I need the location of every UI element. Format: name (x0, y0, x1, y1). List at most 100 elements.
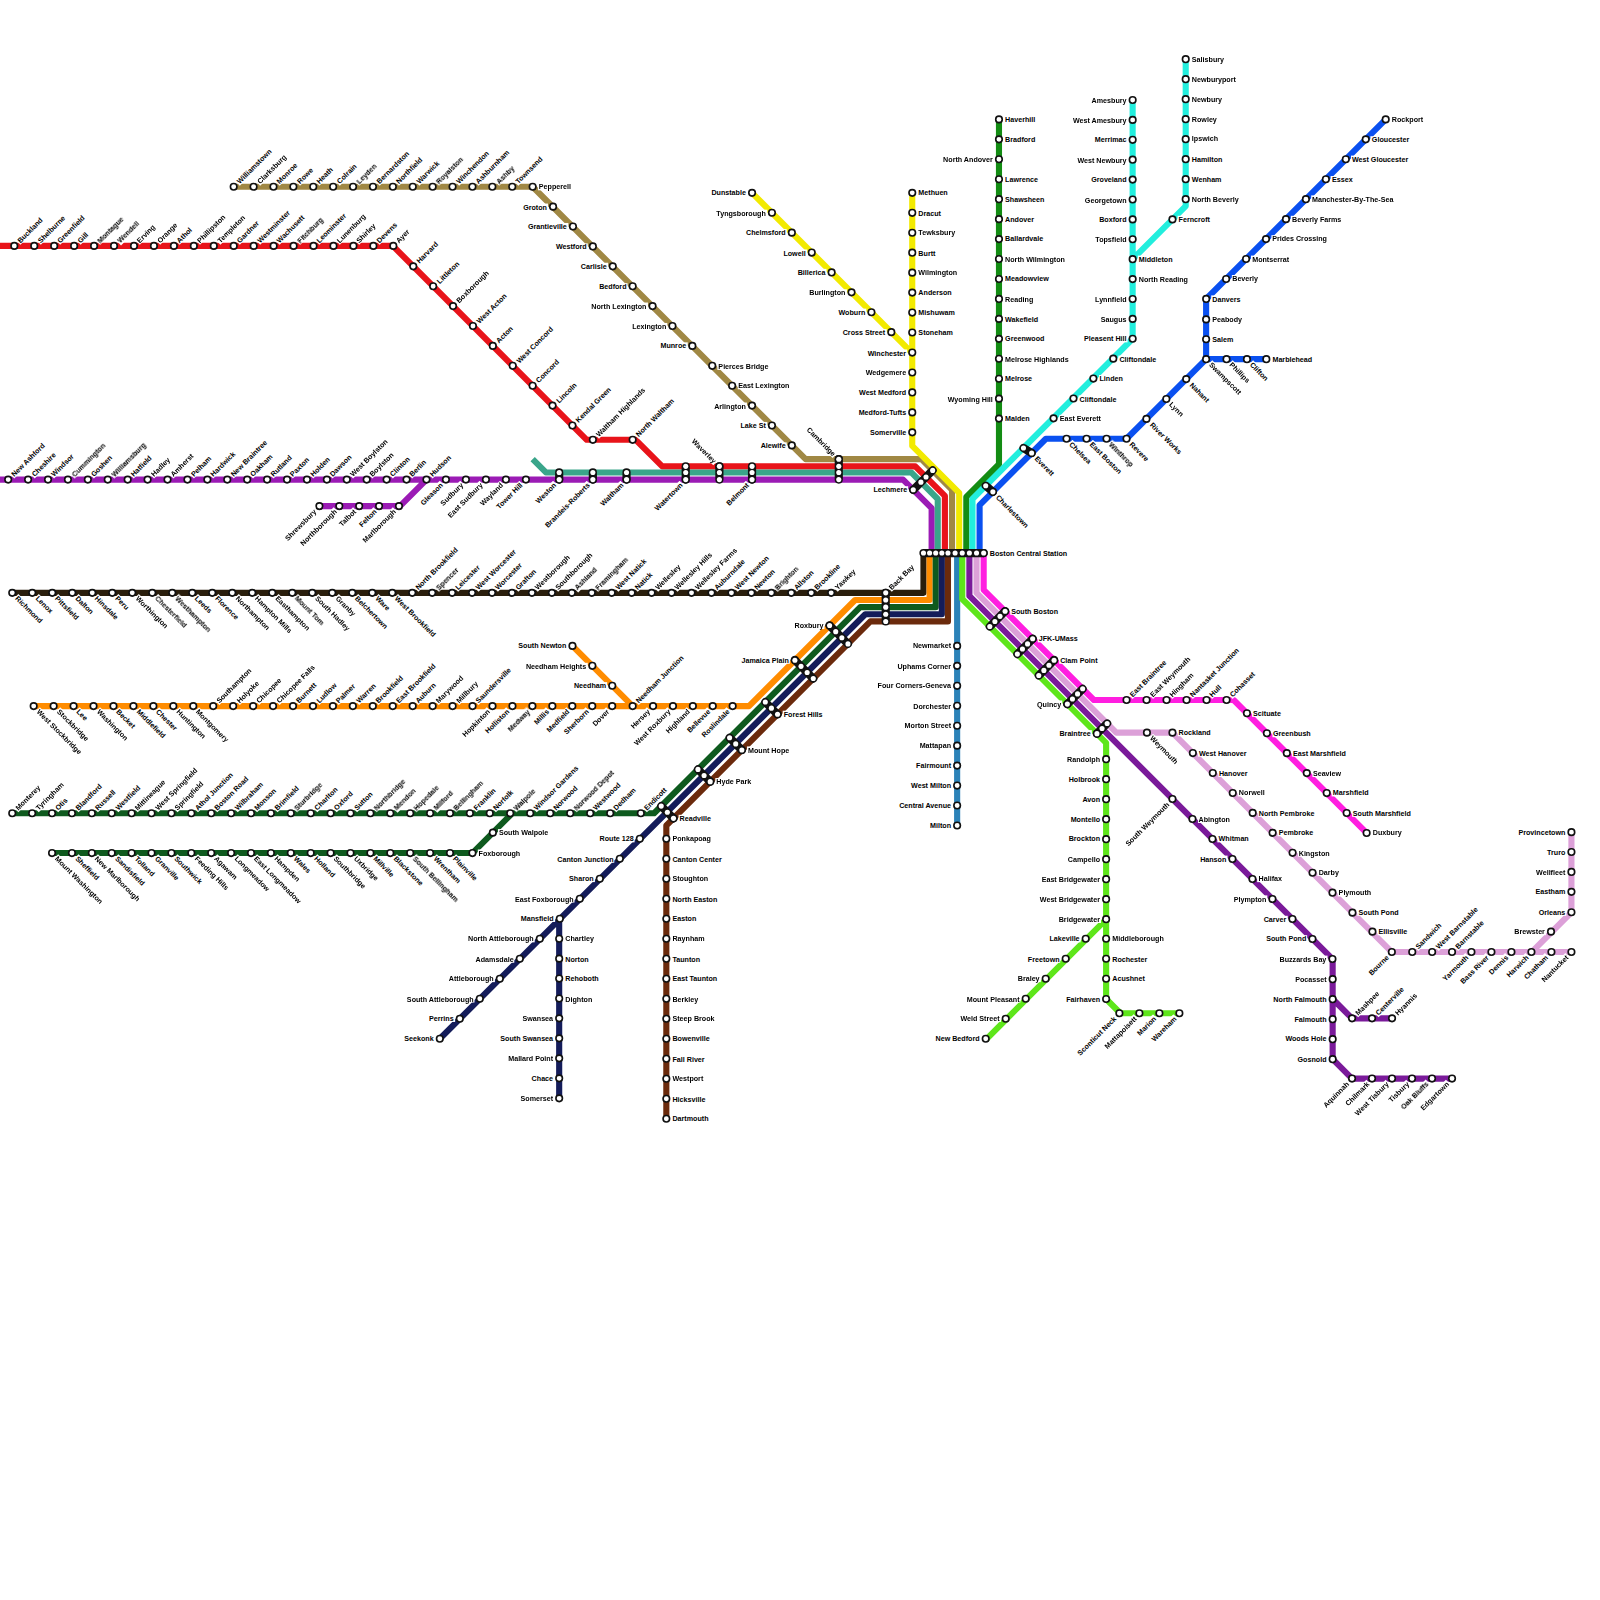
station-dot (369, 590, 376, 597)
station-dot (1103, 976, 1110, 983)
interchange-dot (683, 464, 688, 469)
station-name: Watertown (653, 481, 685, 513)
dark-green-line (12, 553, 935, 853)
station-name: Hamilton (1191, 156, 1224, 163)
station-dot (407, 810, 414, 817)
station-dot (89, 810, 96, 817)
station-name: Charlestown (994, 493, 1031, 530)
pink-line (977, 553, 1572, 952)
station-dot (629, 283, 636, 290)
station-dot (1183, 697, 1190, 704)
station-dot (29, 810, 36, 817)
station-dot (110, 703, 117, 710)
dark-brown-line (666, 553, 948, 1119)
station-name: South Walpole (498, 829, 549, 836)
station-name: Milton (929, 822, 952, 829)
station-dot (327, 810, 334, 817)
station-dot (208, 850, 215, 857)
station-name: Chace (531, 1075, 554, 1082)
station-name: East Everett (1059, 415, 1102, 422)
station-dot (954, 802, 961, 809)
station-name: Bedford (598, 283, 627, 290)
interchange-dot (845, 641, 850, 646)
station-dot (1568, 849, 1575, 856)
station-dot (1329, 1056, 1336, 1063)
station-dot (309, 590, 316, 597)
station-name: Perrins (428, 1015, 455, 1022)
station-dot (996, 176, 1003, 183)
station-name: Campello (1067, 856, 1101, 863)
station-name: West Milton (910, 782, 952, 789)
station-dot (608, 590, 615, 597)
station-dot (729, 382, 736, 389)
station-dot (248, 850, 255, 857)
station-dot (954, 663, 961, 670)
station-name: Orleans (1538, 909, 1567, 916)
black-line (12, 553, 923, 593)
station-name: Middleborough (1111, 935, 1165, 942)
station-dot (1129, 296, 1136, 303)
station-dot (617, 856, 624, 863)
station-name: Acushnet (1111, 975, 1146, 982)
station-name: Newburyport (1191, 76, 1237, 83)
station-dot (749, 190, 756, 197)
station-dot (1156, 1010, 1163, 1017)
interchange-dot (1003, 609, 1008, 614)
station-name: Adamsdale (475, 955, 515, 962)
station-dot (1182, 176, 1189, 183)
station-dot (954, 782, 961, 789)
station-dot (556, 995, 563, 1002)
interchange-dot (1030, 636, 1035, 641)
station-name: Bowenville (671, 1035, 710, 1042)
station-dot (1083, 436, 1090, 443)
station-dot (954, 822, 961, 829)
station-dot (427, 850, 434, 857)
interchange-dot (827, 623, 832, 628)
station-dot (164, 476, 171, 483)
station-dot (1129, 156, 1136, 163)
station-dot (556, 936, 563, 943)
station-name: Wedgemere (865, 369, 907, 376)
station-dot (1568, 869, 1575, 876)
station-name: Dorchester (912, 702, 952, 709)
station-dot (409, 183, 416, 190)
station-name: Peabody (1211, 316, 1243, 323)
interchange-dot (981, 551, 986, 556)
station-dot (1269, 830, 1276, 837)
station-name: Amesbury (1091, 96, 1128, 103)
station-dot (1182, 136, 1189, 143)
station-name: Morton Street (904, 722, 952, 729)
station-name: Longmeadow (232, 854, 271, 893)
station-dot (1349, 909, 1356, 916)
station-name: Attleborough (448, 975, 495, 982)
station-dot (529, 590, 536, 597)
station-name: Four Corners-Geneva (877, 682, 952, 689)
station-name: Hanson (1199, 855, 1227, 862)
station-dot (191, 243, 198, 250)
station-dot (91, 243, 98, 250)
station-name: Halifax (1258, 875, 1283, 882)
station-dot (390, 183, 397, 190)
station-dot (1129, 196, 1136, 203)
station-dot (1209, 836, 1216, 843)
station-dot (509, 363, 516, 370)
station-dot (1103, 936, 1110, 943)
station-dot (556, 955, 563, 962)
station-dot (590, 243, 597, 250)
station-dot (996, 216, 1003, 223)
station-name: Steep Brook (671, 1015, 715, 1022)
station-dot (1449, 1075, 1456, 1082)
station-name: Mount Hope (747, 746, 790, 753)
station-name: Gosnold (1297, 1056, 1328, 1063)
station-name: Montello (1070, 816, 1101, 823)
station-dot (490, 829, 497, 836)
station-name: Woods Hole (1284, 1036, 1327, 1043)
station-dot (638, 810, 645, 817)
station-dot (1269, 896, 1276, 903)
station-dot (1329, 1036, 1336, 1043)
station-name: Duxbury (1372, 829, 1403, 836)
station-dot (1203, 697, 1210, 704)
station-name: Boston Road (212, 774, 250, 812)
station-dot (327, 850, 334, 857)
station-dot (954, 643, 961, 650)
